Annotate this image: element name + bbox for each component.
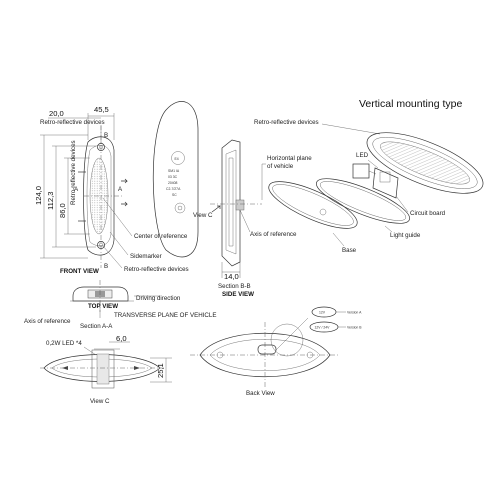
base [268, 181, 358, 229]
front-view: A A B B 124,0 112,3 86,0 Retro-reflectiv… [34, 105, 189, 275]
view-c-side-label: View C [193, 212, 213, 219]
version-b-callout: 12V / 24V Version B [309, 321, 362, 333]
section-marker-a-bottom: A [118, 186, 123, 193]
version-a-name: Version A [347, 311, 362, 315]
horizontal-plane-label-line1: Horizontal plane [267, 155, 312, 162]
top-view-caption: TOP VIEW [88, 303, 118, 310]
axis-of-reference-left-label: Axis of reference [24, 318, 71, 325]
view-c-bottom-caption: View C [90, 398, 110, 405]
marking-e4: E4 [175, 157, 179, 161]
section-aa-caption: Section A-A [80, 323, 113, 330]
axis-of-reference-mid-label: Axis of reference [250, 231, 297, 238]
dim-20: 20,0 [49, 109, 64, 118]
light-guide [316, 178, 410, 224]
section-marker-b-top: B [104, 132, 108, 139]
dim-124: 124,0 [34, 186, 43, 205]
view-c-bottom: 6,0 0,2W LED *4 25,1 View C [40, 334, 172, 405]
front-view-caption: FRONT VIEW [60, 268, 99, 275]
dim-6: 6,0 [116, 334, 127, 343]
circuit-board-label: Circuit board [410, 210, 446, 217]
dim-112: 112,3 [46, 192, 55, 210]
top-view-body [72, 286, 129, 302]
exploded-view: Vertical mounting type Retro-reflective … [254, 98, 484, 254]
e-mark-circle [171, 151, 185, 165]
retro-bottom-label: Retro-reflective devices [124, 266, 189, 273]
sidemarker-label: Sidemarker [130, 253, 162, 260]
section-bb-caption: Section B-B [218, 283, 251, 290]
led-power-label: 0,2W LED *4 [46, 340, 82, 347]
center-of-reference-label: Center of reference [134, 233, 188, 240]
driving-direction-label: Driving direction [136, 295, 181, 302]
back-view-caption: Back View [246, 390, 275, 397]
marking-c2: C2-7/27A [166, 187, 181, 191]
housing [366, 132, 484, 194]
marking-sm1: SM1 IA [168, 169, 180, 173]
back-view: Back View 12V Version A 12V / 24V Versio… [190, 306, 362, 397]
marking-033c: 03 3C [168, 175, 178, 179]
horizontal-plane-label-line2: of vehicle [267, 163, 294, 170]
section-marker-a-top: A [74, 186, 79, 193]
diagram-title: Vertical mounting type [359, 98, 462, 110]
led-label: LED [356, 152, 369, 159]
version-b-voltage: 12V / 24V [315, 326, 331, 330]
top-view: Driving direction Axis of reference TOP … [24, 280, 216, 330]
transverse-plane-label: TRANSVERSE PLANE OF VEHICLE [114, 312, 216, 319]
version-b-name: Version B [347, 326, 362, 330]
side-view: 14,0 Section B-B SIDE VIEW View C Axis o… [193, 139, 312, 298]
dim-45-5: 45,5 [94, 105, 109, 114]
section-marker-b-bottom: B [104, 263, 108, 270]
retro-vertical-label: Retro-reflective devices [70, 140, 77, 205]
side-view-caption: SIDE VIEW [222, 291, 254, 298]
version-a-voltage: 12V [319, 311, 326, 315]
marking-20408: 20408 [168, 181, 178, 185]
dim-14: 14,0 [224, 272, 239, 281]
dim-25-1: 25,1 [156, 363, 165, 378]
base-label: Base [342, 247, 357, 254]
marking-sc: SC [172, 193, 177, 197]
front-view-housing [83, 136, 115, 256]
light-guide-label: Light guide [390, 232, 421, 239]
detail-circle [270, 323, 304, 357]
retro-top-left-label: Retro-reflective devices [40, 119, 105, 126]
circuit-board [352, 163, 399, 199]
top-reflector [97, 143, 105, 151]
dim-86: 86,0 [58, 203, 67, 218]
retro-top-right-label: Retro-reflective devices [254, 119, 319, 126]
version-a-callout: 12V Version A [311, 306, 362, 318]
lamp-marking-view: E4 SM1 IA 03 3C 20408 C2-7/27A SC [152, 101, 199, 258]
